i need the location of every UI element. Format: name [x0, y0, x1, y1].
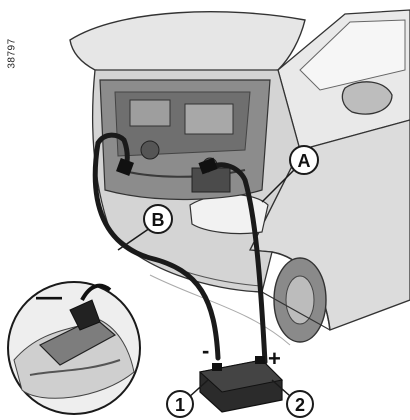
- callout-2-label: 2: [295, 395, 305, 415]
- van-illustration: [70, 10, 410, 345]
- plus-sign: +: [268, 346, 281, 371]
- callout-b-label: B: [152, 210, 165, 230]
- inset-minus-sign: —: [36, 281, 62, 311]
- callout-a-label: A: [298, 151, 311, 171]
- minus-sign: -: [202, 338, 209, 363]
- callout-1: 1: [167, 380, 208, 417]
- clamp-detail-inset: —: [8, 281, 140, 414]
- callout-1-label: 1: [175, 395, 185, 415]
